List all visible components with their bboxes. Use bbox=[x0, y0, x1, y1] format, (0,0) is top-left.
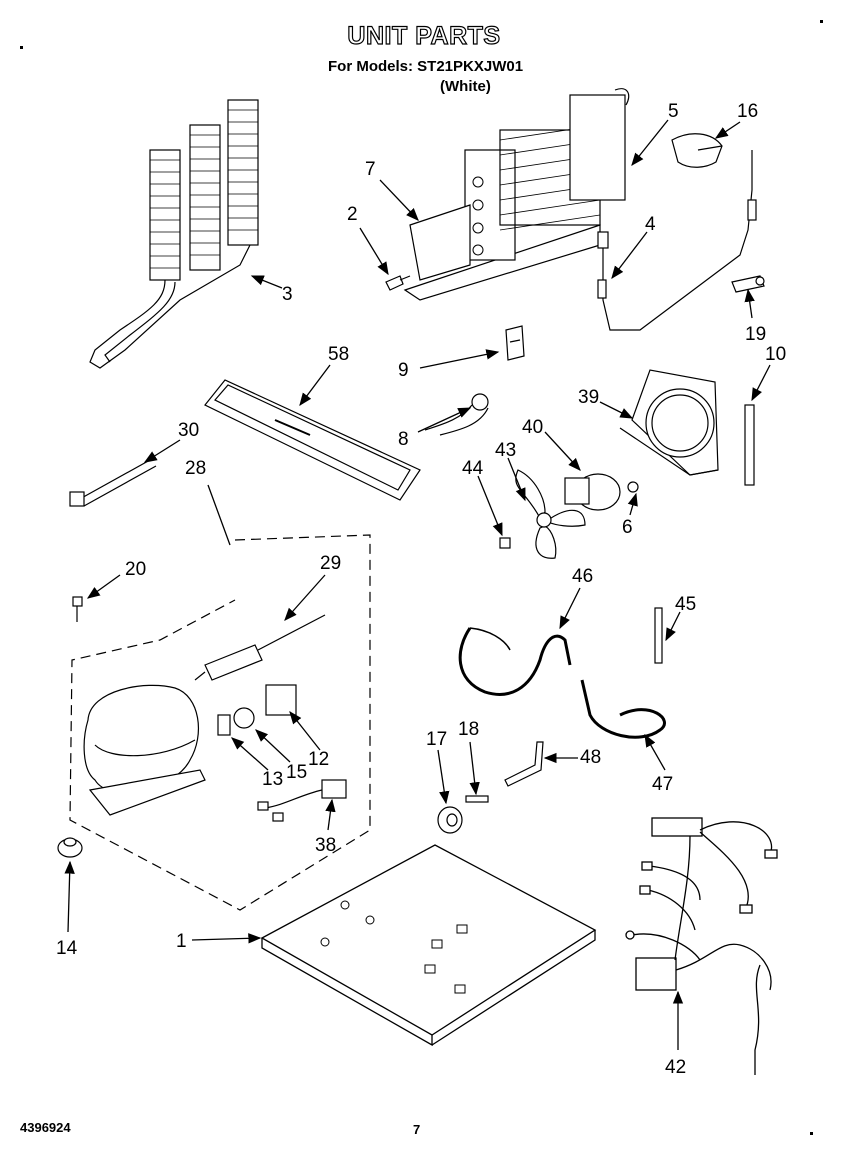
grommet-part-14 bbox=[57, 837, 83, 858]
tube-part-45 bbox=[654, 607, 663, 664]
callout-12: 12 bbox=[308, 749, 329, 770]
callout-8: 8 bbox=[398, 429, 409, 450]
callout-38: 38 bbox=[315, 835, 336, 856]
callout-58: 58 bbox=[328, 344, 349, 365]
sensor-harness-part-4 bbox=[597, 150, 757, 331]
evaporator-part-5 bbox=[403, 88, 630, 301]
registration-mark bbox=[820, 20, 823, 23]
relay-part-12 bbox=[265, 684, 297, 716]
compressor-group-part-28 bbox=[69, 534, 371, 911]
callout-18: 18 bbox=[458, 719, 479, 740]
roller-part-17 bbox=[437, 806, 463, 834]
callout-15: 15 bbox=[286, 762, 307, 783]
cover-part-16 bbox=[671, 133, 723, 168]
wire-harness-part-42 bbox=[625, 817, 778, 1075]
callout-48: 48 bbox=[580, 747, 601, 768]
condenser-coil-part-3 bbox=[89, 99, 259, 369]
callout-29: 29 bbox=[320, 553, 341, 574]
screw-part-18 bbox=[465, 795, 489, 803]
callout-14: 14 bbox=[56, 938, 78, 959]
leader-lines bbox=[64, 119, 771, 1050]
callout-17: 17 bbox=[426, 729, 447, 750]
color-line: (White) bbox=[440, 78, 491, 95]
callout-10: 10 bbox=[765, 344, 786, 365]
page-title: UNIT PARTS bbox=[347, 21, 501, 50]
callout-30: 30 bbox=[178, 420, 199, 441]
filter-drier-part-29 bbox=[194, 614, 326, 681]
screw-part-2 bbox=[385, 275, 411, 291]
callout-13: 13 bbox=[262, 769, 283, 790]
fan-blade-part-43 bbox=[515, 469, 586, 559]
callout-16: 16 bbox=[737, 101, 758, 122]
models-line: For Models: ST21PKXJW01 bbox=[328, 58, 524, 75]
bracket-part-9 bbox=[505, 325, 525, 361]
callout-44: 44 bbox=[462, 458, 484, 479]
callout-2: 2 bbox=[347, 204, 358, 225]
page-number: 7 bbox=[413, 1122, 421, 1137]
strip-part-10 bbox=[744, 404, 755, 486]
registration-mark bbox=[20, 46, 23, 49]
clip-part-44 bbox=[499, 537, 511, 549]
callout-9: 9 bbox=[398, 360, 409, 381]
fan-motor-part-40 bbox=[564, 473, 639, 511]
overload-part-15 bbox=[233, 707, 255, 729]
registration-mark bbox=[810, 1132, 813, 1135]
callout-6: 6 bbox=[622, 517, 633, 538]
callout-28: 28 bbox=[185, 458, 206, 479]
callout-3: 3 bbox=[282, 284, 293, 305]
callout-47: 47 bbox=[652, 774, 673, 795]
fan-shroud-part-39 bbox=[619, 369, 719, 476]
tube-part-47 bbox=[580, 679, 666, 739]
bolt-part-20 bbox=[72, 596, 83, 622]
callout-20: 20 bbox=[125, 559, 146, 580]
callout-43: 43 bbox=[495, 440, 516, 461]
callout-45: 45 bbox=[675, 594, 696, 615]
base-plate-part-1 bbox=[260, 844, 597, 1047]
callout-40: 40 bbox=[522, 417, 543, 438]
callout-labels: 3 2 7 5 16 4 19 10 9 58 8 39 40 43 44 6 … bbox=[56, 101, 786, 1078]
callout-4: 4 bbox=[645, 214, 656, 235]
drain-pan-part-58 bbox=[204, 379, 421, 501]
tube-part-46 bbox=[458, 627, 572, 696]
callout-39: 39 bbox=[578, 387, 599, 408]
document-number: 4396924 bbox=[20, 1120, 71, 1135]
tube-part-48 bbox=[504, 741, 544, 787]
callout-19: 19 bbox=[745, 324, 766, 345]
clip-part-19 bbox=[731, 275, 765, 293]
callout-46: 46 bbox=[572, 566, 593, 587]
cover-part-13 bbox=[217, 714, 231, 736]
tie-wrap-part-30 bbox=[69, 459, 157, 507]
harness-part-38 bbox=[257, 779, 347, 822]
callout-42: 42 bbox=[665, 1057, 686, 1078]
callout-1: 1 bbox=[176, 931, 187, 952]
callout-5: 5 bbox=[668, 101, 679, 122]
callout-7: 7 bbox=[365, 159, 376, 180]
